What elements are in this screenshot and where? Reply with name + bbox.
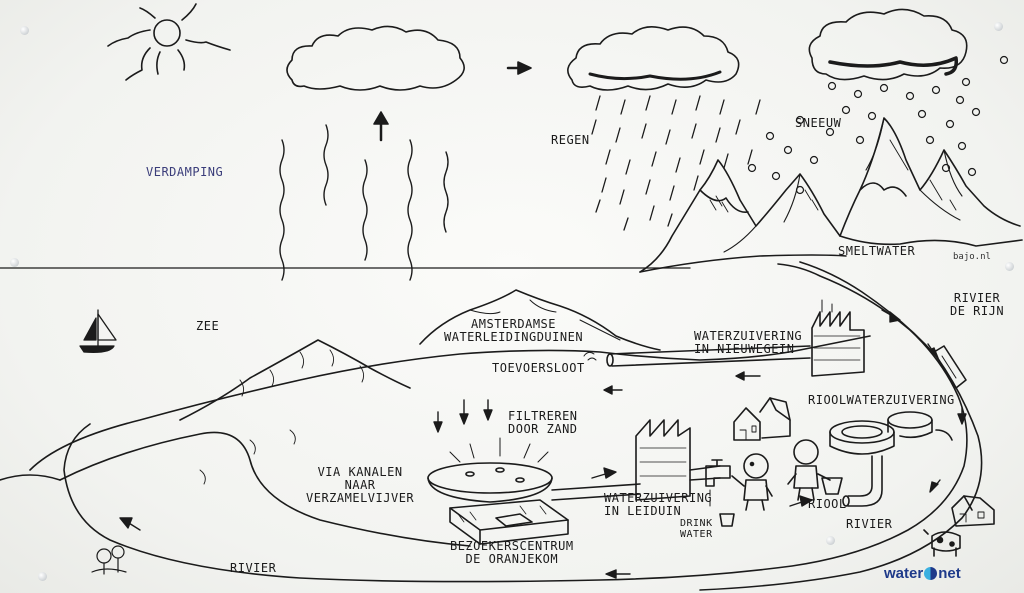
label-toevoersloot: TOEVOERSLOOT [492,361,585,375]
mount-screw [826,536,835,545]
sewage-treatment [829,411,953,455]
label-riool: RIOOL [808,497,847,511]
up-arrow-icon [373,111,389,142]
logo-text-right: net [938,565,961,582]
sewer-pipe [842,455,883,507]
basin-pipe [551,483,641,501]
collection-basin [427,437,553,503]
rain-streaks [591,95,761,231]
sun-icon [107,3,231,81]
mount-screw [1005,262,1014,271]
factory-leiduin [635,419,721,501]
label-zee: ZEE [196,319,220,333]
rain-cloud [567,26,740,91]
logo-text-left: water [884,565,924,582]
factory-nieuwegein [811,299,865,377]
waternet-logo: water net [884,565,961,582]
cow-icon [923,529,961,557]
evaporation-cloud [286,25,465,91]
trees [91,545,127,575]
label-filtreren-door-zand: FILTREREN DOOR ZAND [508,409,578,436]
label-rivier-bottom: RIVIER [230,561,277,575]
label-waterzuivering-nieuwegein: WATERZUIVERING IN NIEUWEGEIN [694,329,803,356]
visitor-center [449,499,569,545]
label-drinkwater: DRINK WATER [680,518,713,540]
artist-credit: bajo.nl [953,252,991,262]
label-verdamping: VERDAMPING [146,165,224,179]
label-smeltwater: SMELTWATER [838,244,916,258]
tap-icon [705,459,735,527]
logo-mark-icon [924,567,938,580]
flow-arrows [119,309,967,579]
dunes [179,289,661,485]
evaporation-lines [279,124,449,281]
sailboat-icon [79,309,117,354]
label-waterzuivering-leiduin: WATERZUIVERING IN LEIDUIN [604,491,713,518]
child-figure [731,453,773,511]
toevoersloot-pipe [583,345,811,367]
label-regen: REGEN [551,133,590,147]
label-bezoekerscentrum: BEZOEKERSCENTRUM DE ORANJEKOM [450,539,574,566]
land-outline [29,335,871,471]
mount-screw [38,572,47,581]
label-waterleidingduinen: AMSTERDAMSE WATERLEIDINGDUINEN [444,317,584,344]
mount-screw [10,258,19,267]
snow-cloud [808,8,968,81]
houses [733,397,995,527]
label-rioolwaterzuivering: RIOOLWATERZUIVERING [808,393,955,407]
label-rivier-de-rijn: RIVIER DE RIJN [950,291,1005,318]
mount-screw [20,26,29,35]
label-via-kanalen: VIA KANALEN NAAR VERZAMELVIJVER [306,465,415,505]
person-figure [787,439,843,501]
ship-icon [933,345,967,389]
snowflakes [747,55,1009,195]
mountains [639,117,1023,273]
right-arrow-icon [506,61,532,75]
label-sneeuw: SNEEUW [795,116,842,130]
mount-screw [994,22,1003,31]
label-rivier-right: RIVIER [846,517,893,531]
